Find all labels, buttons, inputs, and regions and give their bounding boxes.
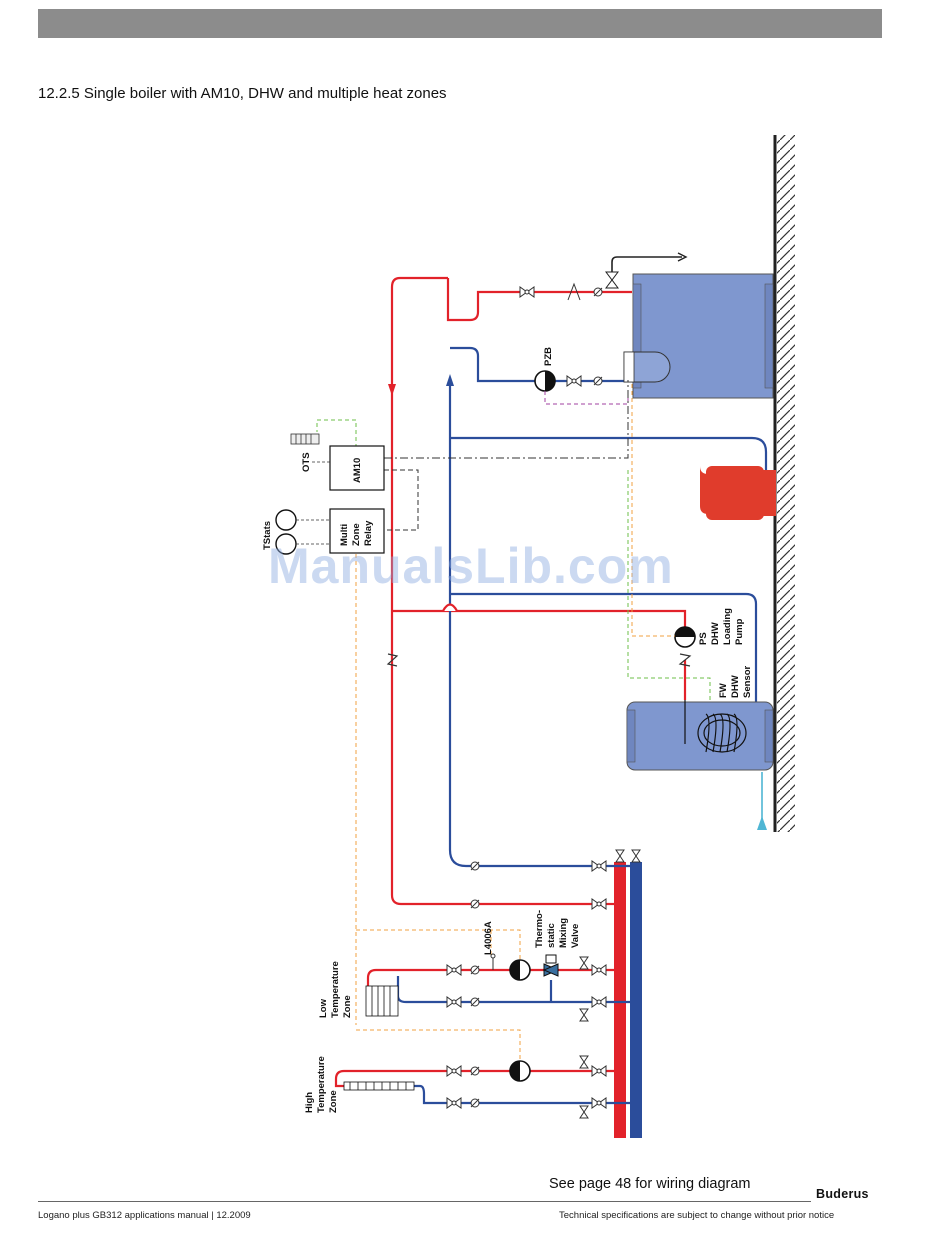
mixing-valve-icon (542, 954, 560, 977)
header-vent-icon (615, 849, 641, 863)
pzb-wiring (544, 391, 629, 405)
header-bar (38, 9, 882, 38)
low-zone-label-2: Temperature (330, 961, 341, 1018)
relay-box (329, 508, 385, 554)
footer-divider (38, 1201, 811, 1202)
low-zone-piping (366, 968, 630, 1004)
high-zone-piping (334, 1069, 630, 1105)
control-wiring (316, 380, 711, 1060)
mixing-valve-label-3: Mixing (558, 918, 569, 948)
high-zone-baseboard-icon (343, 1081, 415, 1091)
page-title: 12.2.5 Single boiler with AM10, DHW and … (38, 85, 447, 102)
ots-sensor-icon (290, 433, 320, 445)
high-zone-label-3: Zone (328, 1090, 339, 1113)
tstats-label: TStats (262, 521, 273, 550)
main-check-valve-icon (386, 653, 399, 667)
boiler (623, 273, 774, 399)
ps-pump-label-1: PS (698, 632, 709, 645)
fw-sensor-label-3: Sensor (742, 665, 753, 698)
pzb-pump-icon (534, 370, 556, 392)
cold-water-arrow-icon (757, 816, 767, 830)
l4006a-label: L4006A (483, 921, 494, 955)
wiring-note: See page 48 for wiring diagram (549, 1176, 751, 1192)
return-header (630, 862, 642, 1138)
brand-logo: Buderus (816, 1187, 869, 1201)
high-zone-label-1: High (304, 1092, 315, 1113)
ps-pump-icon (674, 626, 696, 648)
dhw-check-valve-icon (678, 653, 692, 667)
low-zone-pump-icon (509, 959, 531, 981)
low-zone-radiator-icon (365, 985, 399, 1017)
am10-box (329, 445, 385, 491)
low-zone-label-1: Low (318, 998, 329, 1018)
expansion-tank (700, 466, 776, 520)
high-zone-label-2: Temperature (316, 1056, 327, 1113)
relay-label-3: Relay (363, 520, 374, 546)
am10-label: AM10 (352, 458, 363, 483)
header-fittings (470, 860, 607, 910)
supply-header (614, 862, 626, 1138)
ots-label: OTS (301, 452, 312, 472)
ps-pump-label-2: DHW (710, 622, 721, 645)
ps-pump-label-4: Pump (734, 618, 745, 645)
mixing-valve-label-2: static (546, 923, 557, 948)
relay-label-1: Multi (339, 524, 350, 546)
footer-disclaimer: Technical specifications are subject to … (559, 1210, 835, 1221)
flow-arrow-up-icon (446, 374, 454, 386)
high-zone-pump-icon (509, 1060, 531, 1082)
relief-discharge (611, 256, 682, 276)
wall (773, 135, 795, 832)
relay-label-2: Zone (351, 523, 362, 546)
thermostat-icon (275, 509, 297, 555)
relief-valve-icon (605, 271, 619, 289)
dhw-tank (626, 700, 774, 771)
low-zone-fittings (446, 956, 607, 1022)
low-zone-label-3: Zone (342, 995, 353, 1018)
footer-manual-title: Logano plus GB312 applications manual | … (38, 1210, 251, 1221)
boiler-return-fittings (566, 375, 603, 387)
fw-sensor-label-1: FW (718, 683, 729, 698)
ps-pump-label-3: Loading (722, 608, 733, 645)
pzb-label: PZB (543, 347, 554, 366)
flow-arrow-down-icon (388, 384, 396, 396)
fw-sensor-label-2: DHW (730, 675, 741, 698)
watermark: ManualsLib.com (268, 538, 674, 594)
mixing-valve-label-4: Valve (570, 924, 581, 948)
high-zone-fittings (446, 1055, 607, 1119)
boiler-supply-fittings (519, 282, 603, 301)
pipe-crossover (442, 603, 458, 612)
mixing-valve-label-1: Thermo- (534, 910, 545, 948)
main-return-pipe (448, 346, 768, 868)
